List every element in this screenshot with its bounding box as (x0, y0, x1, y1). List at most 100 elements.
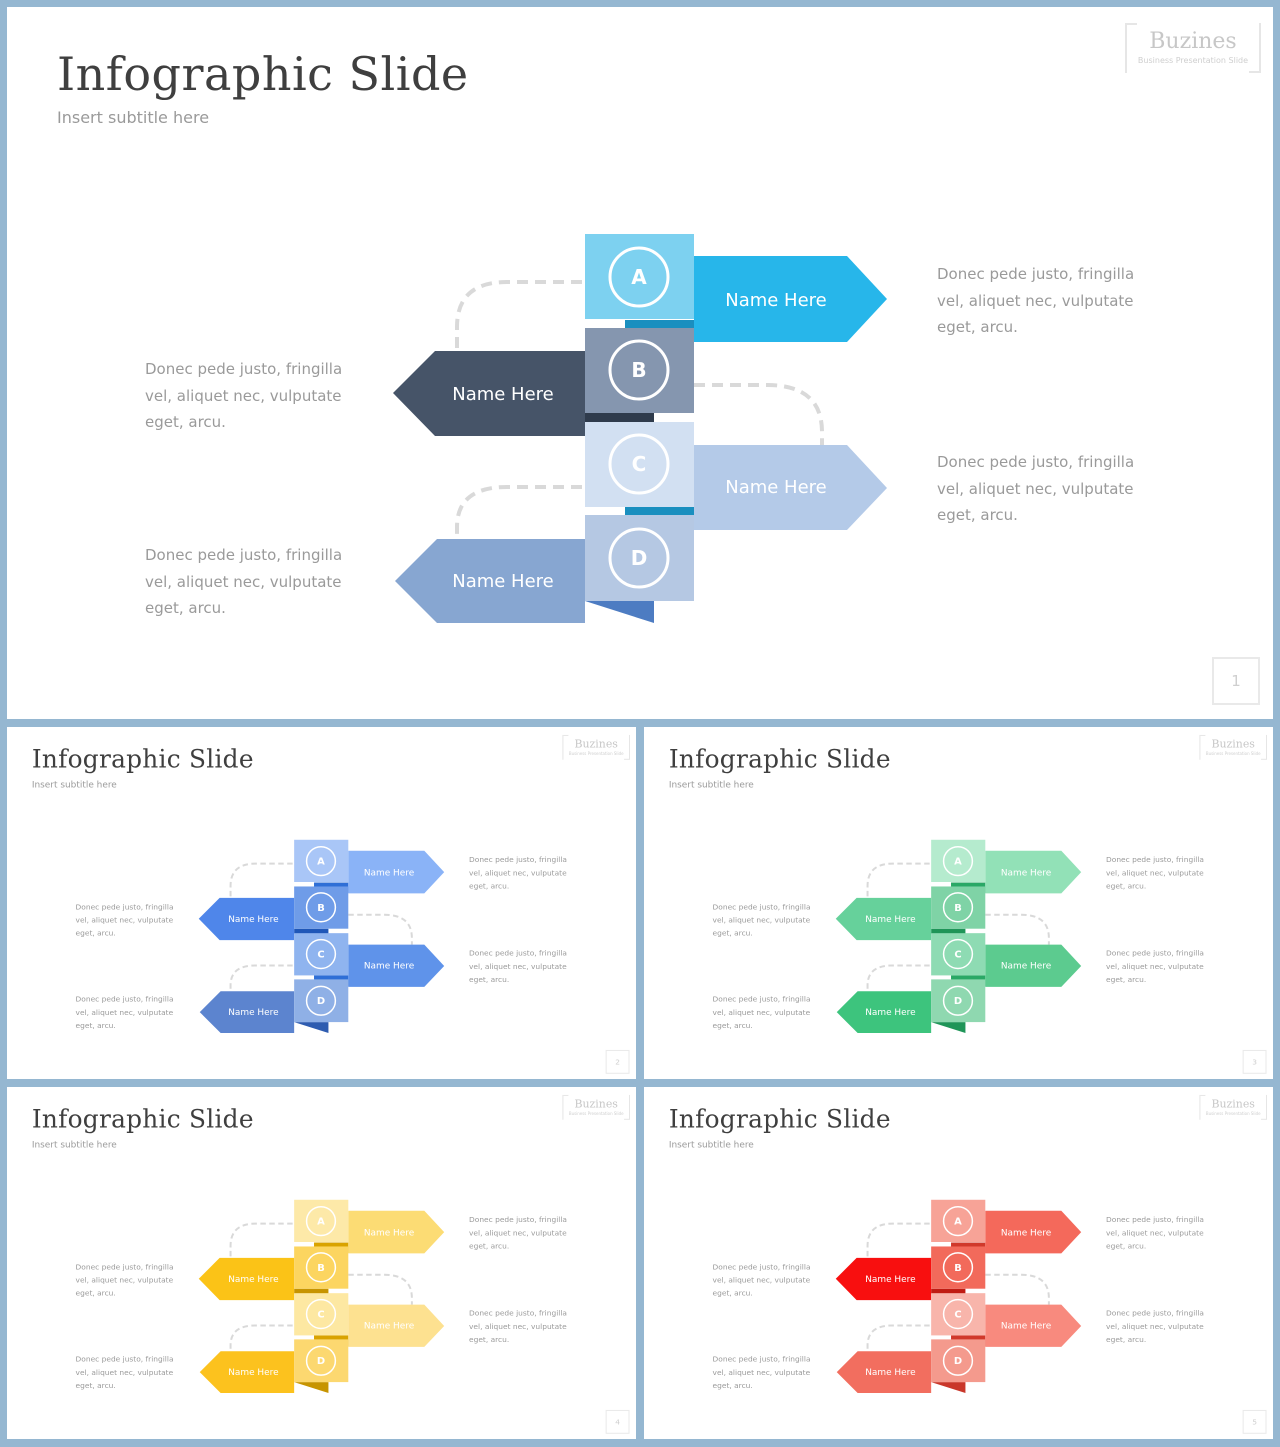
arrow-c-label: Name Here (364, 961, 415, 971)
description-c: Donec pede justo, fringilla vel, aliquet… (937, 453, 1135, 524)
arrow-c[interactable] (985, 944, 1082, 987)
slide-title: Infographic Slide (668, 744, 891, 774)
arrow-d[interactable] (836, 991, 932, 1034)
circle-d-icon (942, 985, 974, 1016)
slide-4[interactable]: Infographic Slide Insert subtitle here B… (7, 1087, 636, 1439)
description-c: Donec pede justo, fringilla vel, aliquet… (1106, 1308, 1204, 1344)
logo-tagline: Business Presentation Slide (1205, 1111, 1261, 1116)
arrow-d-fold (931, 1382, 966, 1394)
arrow-b-fold (294, 928, 329, 934)
logo-tagline: Business Presentation Slide (1137, 56, 1249, 65)
letter-c: C (632, 452, 647, 476)
description-a: Donec pede justo, fringilla vel, aliquet… (937, 265, 1135, 336)
connector-a-b (229, 862, 293, 898)
arrow-c[interactable] (348, 1304, 445, 1347)
arrow-d[interactable] (836, 1351, 932, 1394)
letter-b: B (631, 358, 646, 382)
description-d: Donec pede justo, fringilla vel, aliquet… (145, 546, 343, 617)
letter-a: A (954, 857, 962, 868)
letter-b: B (317, 1263, 325, 1274)
circle-c-icon (608, 433, 670, 495)
slide-1[interactable]: Infographic Slide Insert subtitle here B… (7, 7, 1273, 719)
arrow-a-label: Name Here (364, 1229, 415, 1239)
letter-d: D (317, 996, 325, 1007)
arrow-a[interactable] (985, 1210, 1082, 1254)
letter-d: D (954, 1356, 962, 1367)
arrow-b-fold (585, 413, 654, 423)
arrow-c[interactable] (348, 944, 445, 987)
slide-2[interactable]: Infographic Slide Insert subtitle here B… (7, 727, 636, 1079)
logo-name: Buzines (1211, 1097, 1255, 1111)
circle-c-icon (942, 1298, 974, 1330)
arrow-b[interactable] (835, 1257, 932, 1301)
slide-content: Infographic Slide Insert subtitle here B… (644, 1087, 1273, 1439)
arrow-c-label: Name Here (1001, 1321, 1052, 1331)
circle-c-icon (942, 938, 974, 970)
circle-b-icon (942, 1252, 974, 1283)
description-a: Donec pede justo, fringilla vel, aliquet… (469, 1215, 567, 1251)
arrow-d-label: Name Here (865, 1368, 916, 1378)
slide-3[interactable]: Infographic Slide Insert subtitle here B… (644, 727, 1273, 1079)
arrow-b[interactable] (393, 351, 585, 436)
infographic-diagram: Name Here Name Here Name Here Name Here … (198, 1199, 445, 1394)
arrow-a-label: Name Here (1001, 869, 1052, 879)
logo: Buzines Business Presentation Slide (562, 1094, 630, 1120)
arrow-a[interactable] (985, 850, 1082, 894)
arrow-b-label: Name Here (452, 384, 554, 405)
description-b: Donec pede justo, fringilla vel, aliquet… (75, 1262, 174, 1298)
letter-c: C (954, 1310, 961, 1321)
arrow-a-label: Name Here (364, 869, 415, 879)
arrow-c[interactable] (694, 445, 887, 530)
logo-tagline: Business Presentation Slide (568, 751, 624, 756)
arrow-b[interactable] (835, 897, 932, 941)
arrow-d-label: Name Here (228, 1008, 279, 1018)
slide-subtitle: Insert subtitle here (668, 1139, 754, 1151)
letter-d: D (954, 996, 962, 1007)
logo-tagline: Business Presentation Slide (568, 1111, 624, 1116)
description-a: Donec pede justo, fringilla vel, aliquet… (1106, 1215, 1204, 1251)
connector-a-b (866, 1222, 930, 1258)
letter-b: B (954, 903, 962, 914)
letter-c: C (317, 950, 324, 961)
connector-c-d (866, 1324, 930, 1352)
letter-a: A (954, 1217, 962, 1228)
connector-c-d (229, 964, 293, 992)
slide-5[interactable]: Infographic Slide Insert subtitle here B… (644, 1087, 1273, 1439)
page-number: 5 (1242, 1409, 1267, 1434)
arrow-b[interactable] (198, 1257, 295, 1301)
description-c: Donec pede justo, fringilla vel, aliquet… (1106, 948, 1204, 984)
arrow-b[interactable] (198, 897, 295, 941)
arrow-a[interactable] (348, 850, 445, 894)
arrow-c[interactable] (985, 1304, 1082, 1347)
slide-content: Infographic Slide Insert subtitle here B… (644, 727, 1273, 1079)
connector-a-b (866, 862, 930, 898)
arrow-a[interactable] (348, 1210, 445, 1254)
arrow-d[interactable] (395, 539, 585, 623)
arrow-b-fold (294, 1288, 329, 1294)
letter-b: B (954, 1263, 962, 1274)
arrow-a[interactable] (694, 256, 887, 342)
slide-subtitle: Insert subtitle here (57, 108, 210, 127)
logo-name: Buzines (1211, 737, 1255, 751)
description-a: Donec pede justo, fringilla vel, aliquet… (469, 855, 567, 891)
connector-c-d (455, 485, 582, 539)
connector-b-c (348, 913, 413, 945)
logo: Buzines Business Presentation Slide (1199, 1094, 1267, 1120)
infographic-diagram: Name Here Name Here Name Here Name Here … (835, 839, 1082, 1034)
connector-b-c (694, 383, 824, 445)
arrow-d[interactable] (199, 991, 295, 1034)
circle-c-icon (305, 1298, 337, 1330)
arrow-a-label: Name Here (725, 290, 827, 311)
slide-content: Infographic Slide Insert subtitle here B… (7, 727, 636, 1079)
letter-d: D (317, 1356, 325, 1367)
circle-d-icon (305, 1345, 337, 1376)
description-d: Donec pede justo, fringilla vel, aliquet… (712, 1354, 811, 1391)
circle-d-icon (942, 1345, 974, 1376)
infographic-diagram: Name Here Name Here Name Here Name Here … (835, 1199, 1082, 1394)
circle-b-icon (305, 892, 337, 923)
connector-a-b (229, 1222, 293, 1258)
description-b: Donec pede justo, fringilla vel, aliquet… (75, 902, 174, 938)
description-d: Donec pede justo, fringilla vel, aliquet… (75, 1354, 174, 1391)
slide-subtitle: Insert subtitle here (31, 1139, 117, 1151)
arrow-d[interactable] (199, 1351, 295, 1394)
